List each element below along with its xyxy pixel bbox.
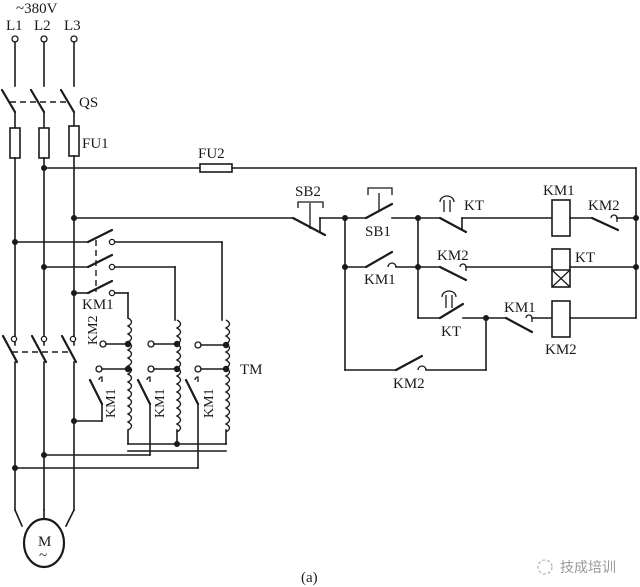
motor-label: M <box>38 534 51 550</box>
km2-main-label: KM2 <box>86 315 101 345</box>
km1-main-contacts <box>14 228 223 321</box>
phase-label-l1: L1 <box>6 18 23 34</box>
km1-nc-contact-row3 <box>485 314 553 334</box>
km1-star-label-1: KM1 <box>104 388 119 418</box>
km1-hold-contact <box>344 250 419 269</box>
fu1-label: FU1 <box>82 136 109 152</box>
km1-star-label-3: KM1 <box>202 388 217 418</box>
km1-main-label: KM1 <box>82 297 114 313</box>
tm-autotransformer <box>95 317 231 452</box>
figure-caption: (a) <box>301 570 318 586</box>
phase-label-l3: L3 <box>64 18 81 34</box>
km1-star-label-2: KM1 <box>153 388 168 418</box>
km1-hold-label: KM1 <box>364 272 396 288</box>
km2-nc-row1-label: KM2 <box>588 198 620 214</box>
km2-main-contacts <box>1 334 78 364</box>
km2-hold-contact <box>344 354 487 372</box>
kt-coil <box>551 248 571 288</box>
kt-no-contact <box>417 290 487 320</box>
km2-coil-label: KM2 <box>545 342 577 358</box>
supply-terminals <box>11 35 78 43</box>
phase-wires-top <box>14 41 75 87</box>
kt-no-label: KT <box>441 324 461 340</box>
qs-label: QS <box>79 95 98 111</box>
phase-wires-mid <box>14 155 75 346</box>
fu2-label: FU2 <box>198 146 225 162</box>
qs-main-switch <box>0 88 76 129</box>
km1-nc-row3-label: KM1 <box>504 300 536 316</box>
phase-label-l2: L2 <box>34 18 51 34</box>
kt-nc-label: KT <box>464 198 484 214</box>
km1-star-contacts <box>12 376 200 471</box>
motor <box>13 508 76 569</box>
km2-nc-row2-label: KM2 <box>437 248 469 264</box>
fu2-fuse <box>199 163 233 173</box>
km2-hold-label: KM2 <box>393 376 425 392</box>
sb1-label: SB1 <box>365 224 391 240</box>
wechat-icon <box>537 559 553 575</box>
phase-wires-lower <box>14 361 75 511</box>
sb2-stop-button[interactable] <box>291 201 345 237</box>
km1-coil <box>551 199 571 237</box>
km2-coil <box>551 300 571 338</box>
watermark-text: 技成培训 <box>560 560 616 576</box>
km2-nc-contact-row1 <box>569 214 637 232</box>
km2-nc-contact-row2 <box>417 263 553 282</box>
km1-coil-label: KM1 <box>543 183 575 199</box>
kt-nc-contact <box>417 195 553 234</box>
fu1-fuses <box>9 125 80 159</box>
sb1-start-button[interactable] <box>344 187 419 220</box>
kt-coil-label: KT <box>575 250 595 266</box>
supply-voltage-label: ~380V <box>16 1 58 17</box>
sb2-label: SB2 <box>295 184 321 200</box>
motor-ac-symbol: ~ <box>39 548 47 564</box>
tm-label: TM <box>240 362 263 378</box>
watermark: 技成培训 <box>537 559 616 576</box>
